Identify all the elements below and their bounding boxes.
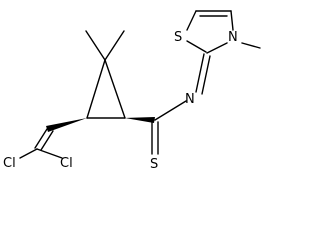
bond-ring-top-left [86, 59, 106, 119]
bond-imine-double-b [201, 55, 211, 95]
wedge-bond-thioamide [125, 117, 155, 123]
molecule-diagram: S N N S Cl Cl [3, 10, 261, 172]
bond-n-methyl [241, 42, 261, 49]
bond-methyl-left [85, 30, 106, 61]
bond-imine-double-a [195, 53, 205, 93]
bond-n-c2 [206, 42, 228, 54]
bond-s-c5 [186, 10, 197, 31]
atom-label-s-ring: S [174, 30, 182, 45]
bond-c2-s [186, 40, 207, 53]
bond-ccl-left [19, 148, 38, 159]
wedge-bond-vinyl [46, 118, 87, 132]
bond-methyl-right [104, 30, 125, 61]
bond-c-n-imine [154, 100, 187, 121]
bond-ring-top-right [104, 59, 126, 119]
structure-canvas: S N N S Cl Cl [3, 10, 261, 172]
bond-vinyl-double-a [34, 128, 48, 149]
bond-vinyl-double-b [40, 130, 54, 151]
atom-label-n-ring: N [228, 30, 238, 45]
bond-ccl-right [36, 148, 63, 159]
atom-label-n-imine: N [185, 92, 195, 107]
atom-label-cl-left: Cl [3, 156, 16, 171]
bond-c4-n [230, 10, 234, 31]
atom-label-s-thione: S [150, 157, 158, 172]
atom-label-cl-right: Cl [60, 156, 73, 171]
